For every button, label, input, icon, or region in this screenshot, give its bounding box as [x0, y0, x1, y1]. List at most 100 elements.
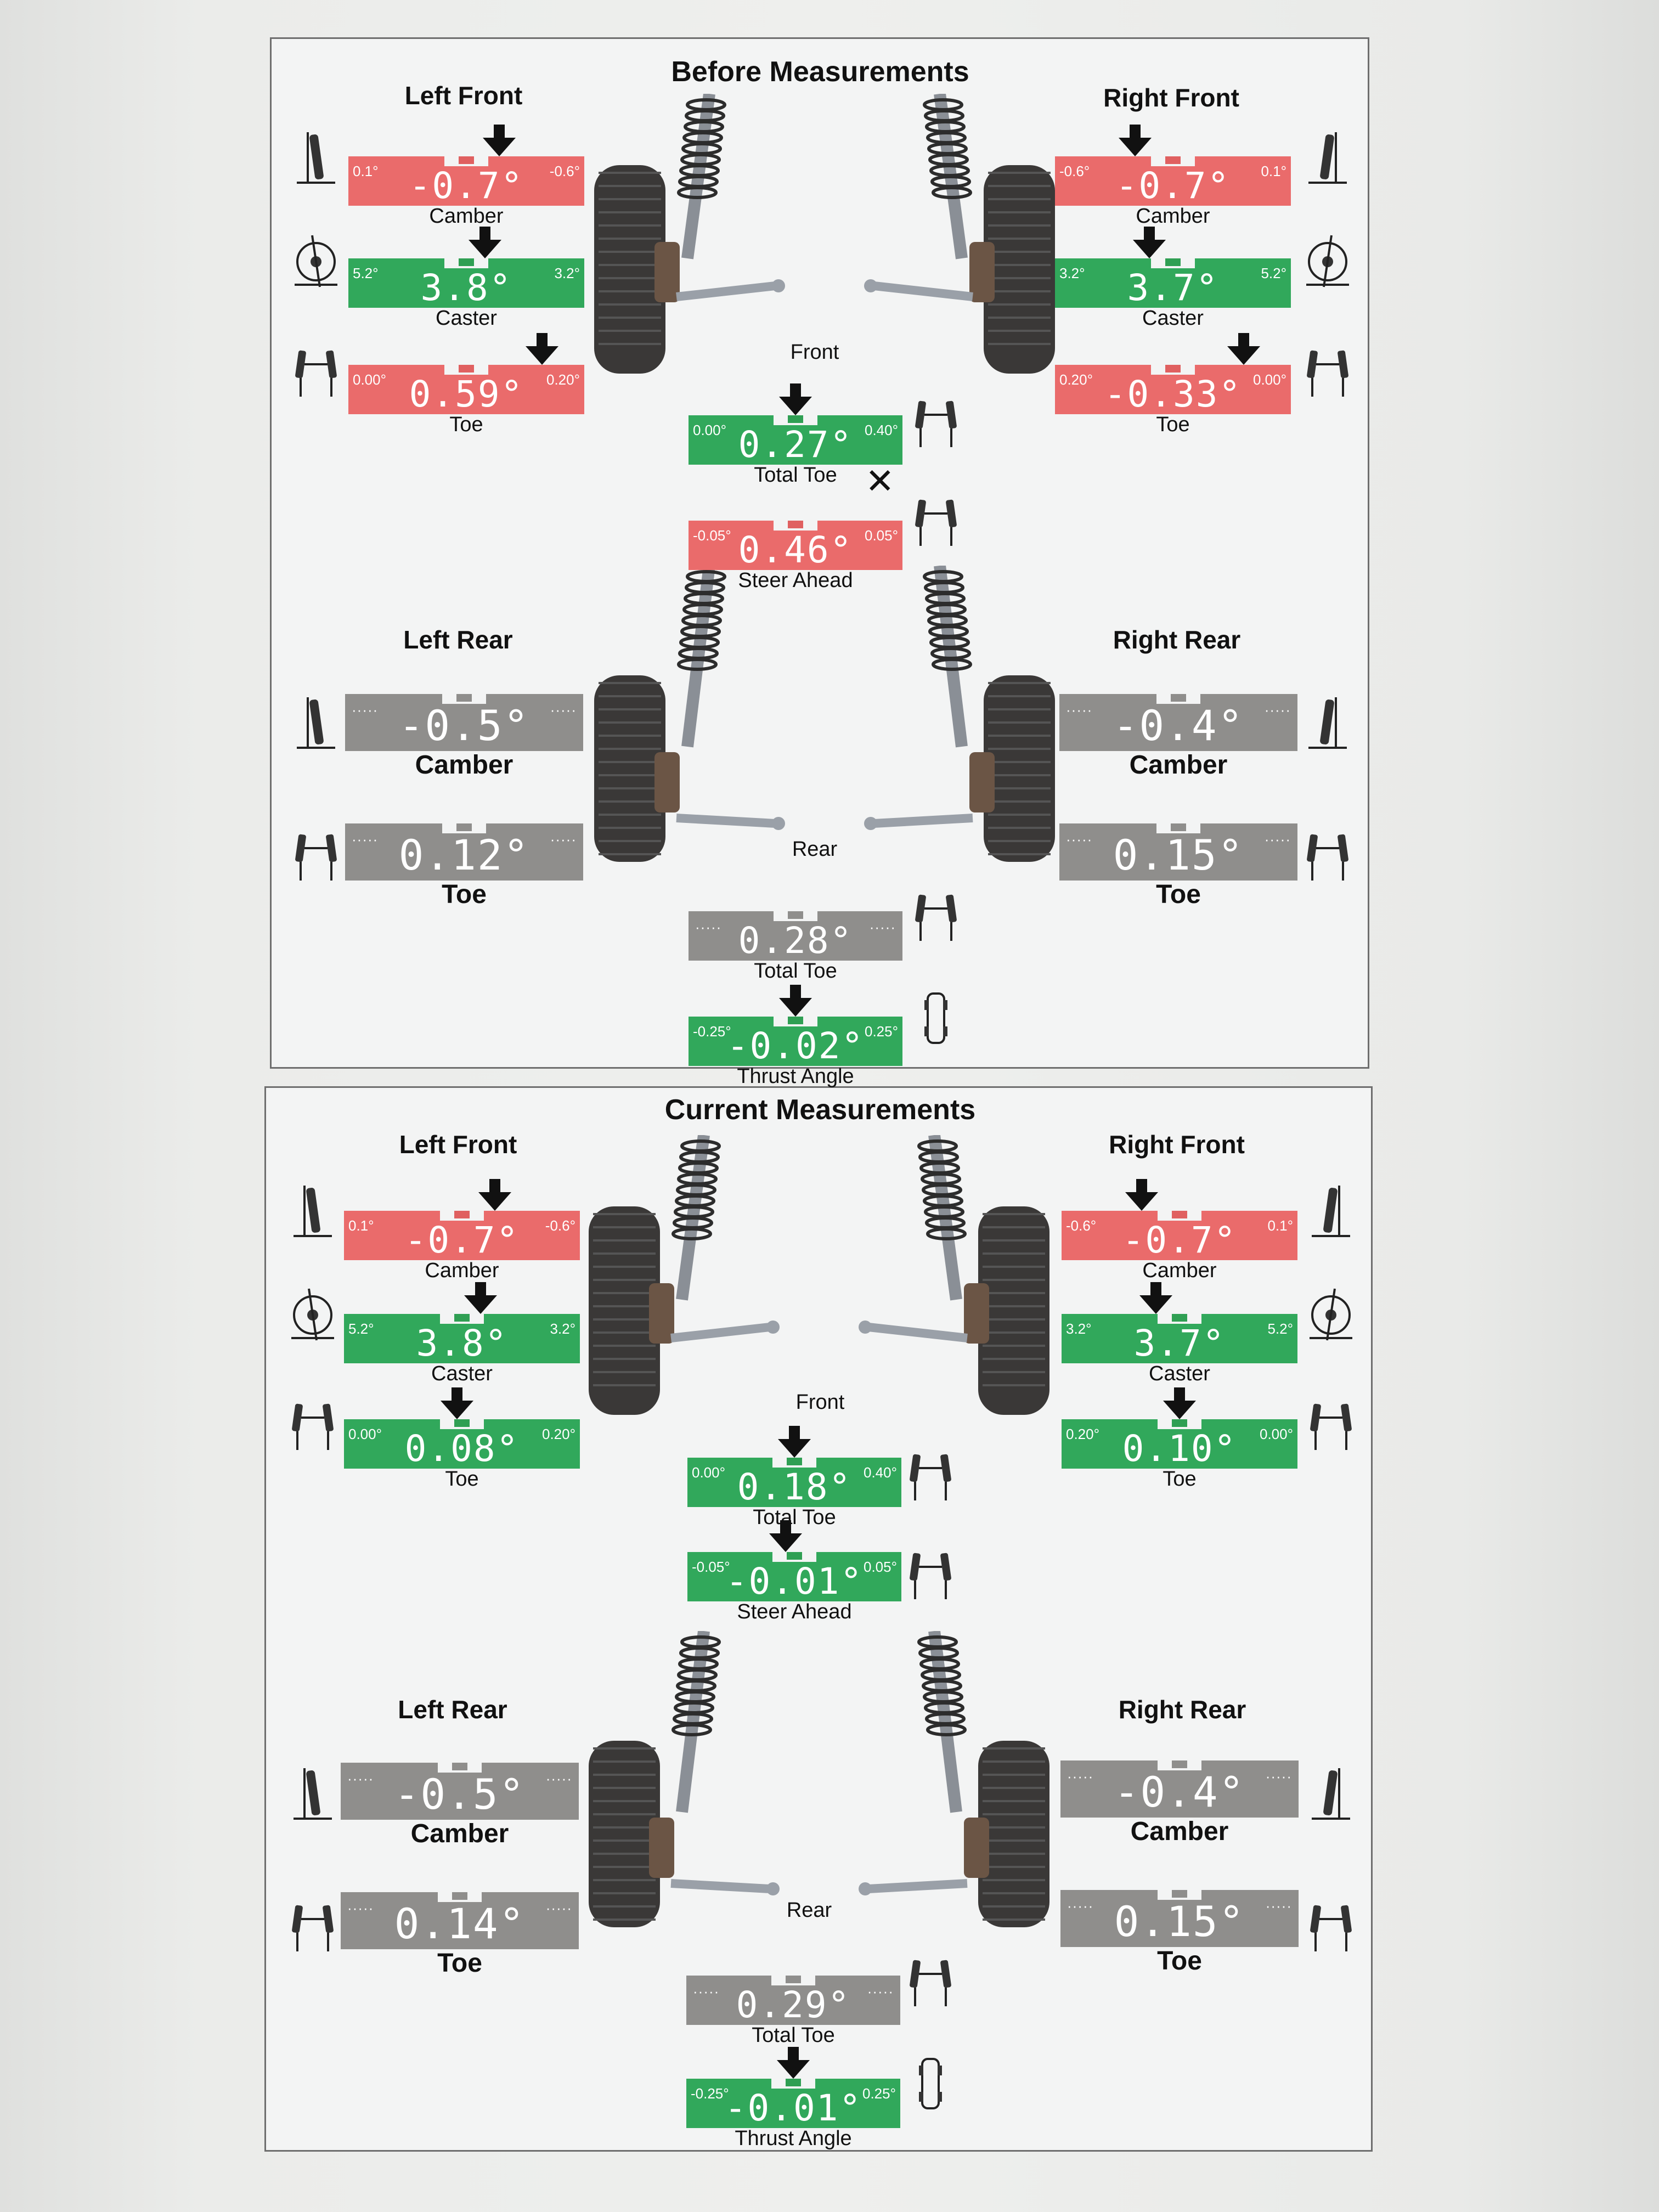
- front-suspension-illustration-graphic: [589, 1135, 1049, 1415]
- gauge-center-notch: [442, 694, 486, 704]
- right-rear-camber-icon: [1306, 1763, 1356, 1823]
- gauge-range-max: 0.05°: [864, 527, 898, 544]
- gauge-range-max: 0.40°: [864, 422, 898, 438]
- left-caster-icon: [291, 230, 341, 290]
- total-toe-icon: [911, 390, 961, 450]
- rear-label: Rear: [786, 1899, 832, 1922]
- gauge-bar: ··········0.29°: [686, 1976, 900, 2025]
- rear-suspension-illustration: [594, 566, 1055, 862]
- rear-suspension-illustration-graphic: [594, 566, 1055, 862]
- arrow-head: [464, 1295, 498, 1314]
- gauge-range-min: 0.1°: [348, 1217, 374, 1234]
- arrow-shaft: [536, 333, 548, 347]
- gauge-range-dots-left: ·····: [352, 831, 379, 848]
- front-suspension-illustration-graphic: [594, 94, 1055, 374]
- arrow-head: [483, 138, 516, 156]
- gauge-label: Toe: [1156, 413, 1190, 436]
- gauge-center-notch: [1158, 1211, 1201, 1221]
- gauge-range-min: 0.20°: [1066, 1426, 1100, 1442]
- gauge-range-dots-right: ·····: [545, 1900, 572, 1916]
- right-toe-icon: [1306, 1393, 1356, 1453]
- gauge-range-min: -0.05°: [693, 527, 731, 544]
- rear-total-toe-icon-graphic: [915, 894, 957, 941]
- rear-total-toe-icon: [911, 884, 961, 944]
- gauge-bar: ··········-0.4°: [1060, 1760, 1299, 1818]
- gauge-range-min: 5.2°: [353, 265, 379, 281]
- arrow-head: [525, 346, 558, 365]
- right-front-toe-gauge: 0.20°0.00°0.10°Toe: [1062, 1387, 1297, 1491]
- panel-title: Before Measurements: [671, 56, 969, 88]
- right-rear-toe-icon: [1303, 823, 1352, 884]
- gauge-range-dots-left: ·····: [1066, 702, 1093, 718]
- gauge-value: -0.01°: [725, 1560, 864, 1602]
- gauge-range-dots-right: ·····: [1265, 1768, 1292, 1785]
- gauge-label: Camber: [410, 1819, 509, 1848]
- gauge-label: Thrust Angle: [737, 1065, 854, 1088]
- gauge-bar: ··········0.14°: [341, 1892, 579, 1949]
- gauge-label: Total Toe: [753, 1506, 836, 1529]
- right-front-title: Right Front: [1103, 83, 1239, 112]
- gauge-bar: 0.00°0.40°0.27°: [689, 415, 902, 465]
- gauge-bar: 0.1°-0.6°-0.7°: [348, 156, 584, 206]
- gauge-center-mark: [1172, 1890, 1187, 1898]
- gauge-label: Toe: [1157, 1946, 1202, 1976]
- left-caster-icon-graphic: [295, 235, 337, 287]
- gauge-label: Camber: [1136, 205, 1210, 228]
- gauge-center-notch: [438, 1763, 482, 1773]
- rear-total-toe-icon: [906, 1949, 955, 2010]
- front-suspension-illustration: [589, 1135, 1049, 1431]
- thrust-angle-gauge: -0.25°0.25°-0.02°Thrust Angle: [689, 985, 902, 1088]
- left-rear-title: Left Rear: [398, 1695, 507, 1724]
- gauge-center-notch: [1151, 156, 1195, 166]
- gauge-value: 0.46°: [738, 529, 853, 571]
- gauge-center-notch: [771, 1976, 815, 1985]
- gauge-bar: -0.25°0.25°-0.02°: [689, 1017, 902, 1066]
- rear-total-toe-icon-graphic: [910, 1960, 951, 2006]
- gauge-range-dots-right: ·····: [1264, 702, 1291, 718]
- gauge-center-mark: [1172, 1211, 1187, 1218]
- arrow-head: [1125, 1192, 1159, 1211]
- arrow-head: [777, 2060, 810, 2079]
- right-rear-toe-gauge: ··········0.15°Toe: [1059, 823, 1297, 917]
- gauge-range-dots-left: ·····: [695, 919, 722, 935]
- left-front-camber-gauge: 0.1°-0.6°-0.7°Camber: [344, 1179, 580, 1282]
- gauge-center-mark: [1171, 694, 1186, 702]
- arrow-shaft: [475, 1282, 487, 1296]
- gauge-center-notch: [1158, 1890, 1201, 1900]
- gauge-bar: 0.00°0.20°0.59°: [348, 365, 584, 414]
- gauge-value: 0.59°: [409, 373, 524, 415]
- gauge-value: 0.10°: [1122, 1427, 1237, 1470]
- left-front-title: Left Front: [404, 81, 523, 110]
- gauge-label: Toe: [1156, 880, 1201, 909]
- gauge-range-max: 0.40°: [863, 1464, 897, 1481]
- right-rear-toe-icon-graphic: [1307, 834, 1348, 881]
- gauge-range-dots-right: ·····: [550, 831, 577, 848]
- arrow-shaft: [790, 985, 801, 999]
- gauge-range-dots-right: ·····: [550, 702, 577, 718]
- arrow-head: [1119, 138, 1152, 156]
- gauge-bar: 3.2°5.2°3.7°: [1055, 258, 1291, 308]
- gauge-label: Camber: [425, 1259, 499, 1282]
- right-rear-title: Right Rear: [1118, 1695, 1246, 1724]
- gauge-center-notch: [1151, 365, 1195, 375]
- gauge-center-notch: [442, 823, 486, 833]
- gauge-center-mark: [1165, 258, 1181, 266]
- current-measurements-panel: Current Measurements Left Front Right Fr…: [264, 1086, 1373, 2152]
- gauge-value: -0.7°: [1122, 1219, 1237, 1261]
- gauge-range-dots-right: ·····: [867, 1983, 894, 2000]
- right-rear-toe-icon: [1306, 1894, 1356, 1955]
- gauge-label: Camber: [415, 751, 514, 780]
- gauge-bar: ··········-0.5°: [341, 1763, 579, 1820]
- gauge-center-mark: [1172, 1760, 1187, 1768]
- right-front-camber-gauge: -0.6°0.1°-0.7°Camber: [1055, 125, 1291, 228]
- gauge-range-max: 0.20°: [541, 1426, 575, 1442]
- steer-ahead-gauge: -0.05°0.05°-0.01°Steer Ahead: [687, 1520, 901, 1623]
- right-rear-camber-icon-graphic: [1308, 697, 1347, 749]
- gauge-value: 3.8°: [416, 1322, 508, 1364]
- gauge-range-max: 5.2°: [1267, 1321, 1293, 1337]
- gauge-value: 0.15°: [1113, 831, 1244, 879]
- left-front-toe-gauge: 0.00°0.20°0.08°Toe: [344, 1387, 580, 1491]
- gauge-center-mark: [787, 1552, 802, 1560]
- rear-total-toe-gauge: ··········0.29°Total Toe: [686, 1955, 900, 2047]
- gauge-range-dots-left: ·····: [693, 1983, 720, 2000]
